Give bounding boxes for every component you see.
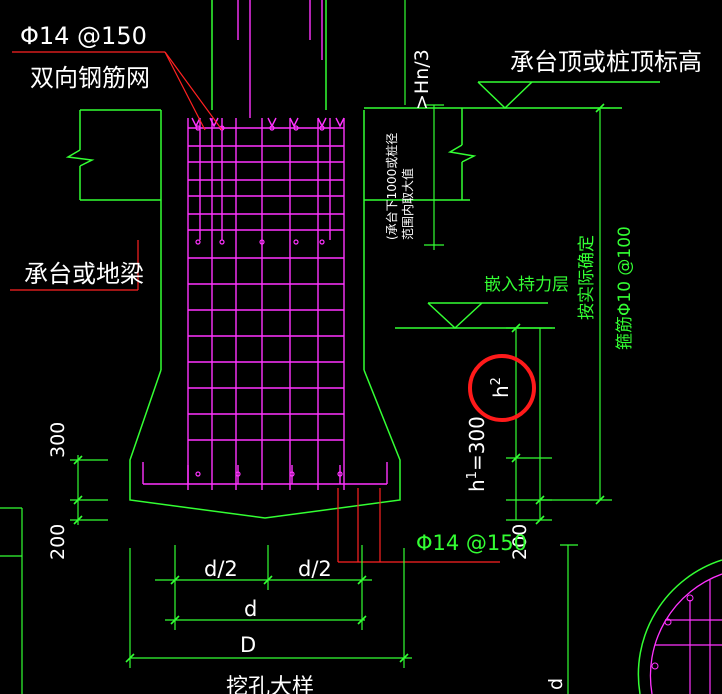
dim-300-label: 300 xyxy=(47,422,69,458)
h1-value: =300 xyxy=(465,416,489,471)
pile-outline xyxy=(129,0,401,519)
embed-layer-label: 嵌入持力层 xyxy=(484,275,569,295)
rebar-spec-bottom: Φ14 @150 xyxy=(416,531,527,555)
rebar-dots xyxy=(195,125,343,477)
dimension-lines xyxy=(0,0,612,694)
rebar-cage xyxy=(142,0,388,490)
d-right-label: d xyxy=(545,678,567,690)
rebar-spec-top: Φ14 @150 xyxy=(20,22,147,50)
d-label: d xyxy=(244,597,257,621)
cap-note-2: 范围内取大值 xyxy=(400,168,415,240)
h2-label: h2 xyxy=(489,377,513,398)
d-half-right-label: d/2 xyxy=(298,557,332,581)
h1-sub: 1 xyxy=(465,471,480,479)
practical-determine-label: 按实际确定 xyxy=(577,235,597,320)
D-label: D xyxy=(240,633,256,657)
hn-third-label: >Hn/3 xyxy=(411,49,433,110)
pile-caption: 挖孔大样 xyxy=(226,675,314,694)
h1-main: h xyxy=(465,479,489,492)
h1-label: h1=300 xyxy=(465,416,489,492)
dim-200-right-label: 200 xyxy=(509,524,531,560)
d-half-left-label: d/2 xyxy=(204,557,238,581)
leader-lines xyxy=(10,51,500,563)
annotation-circle xyxy=(468,354,536,422)
dim-200-left-label: 200 xyxy=(47,524,69,560)
circular-section xyxy=(637,559,722,694)
cap-or-beam-label: 承台或地梁 xyxy=(24,260,144,288)
cap-top-elevation-label: 承台顶或桩顶标高 xyxy=(510,48,702,76)
dim-ticks xyxy=(73,103,605,663)
h2-main: h xyxy=(489,385,513,398)
h2-sub: 2 xyxy=(489,377,504,385)
cap-note: (承台下1000或桩径 xyxy=(384,133,399,240)
cap-outline xyxy=(65,81,660,330)
stirrup-spec-label: 箍筋Φ10 @100 xyxy=(615,226,635,350)
rebar-mesh-label: 双向钢筋网 xyxy=(30,64,150,92)
